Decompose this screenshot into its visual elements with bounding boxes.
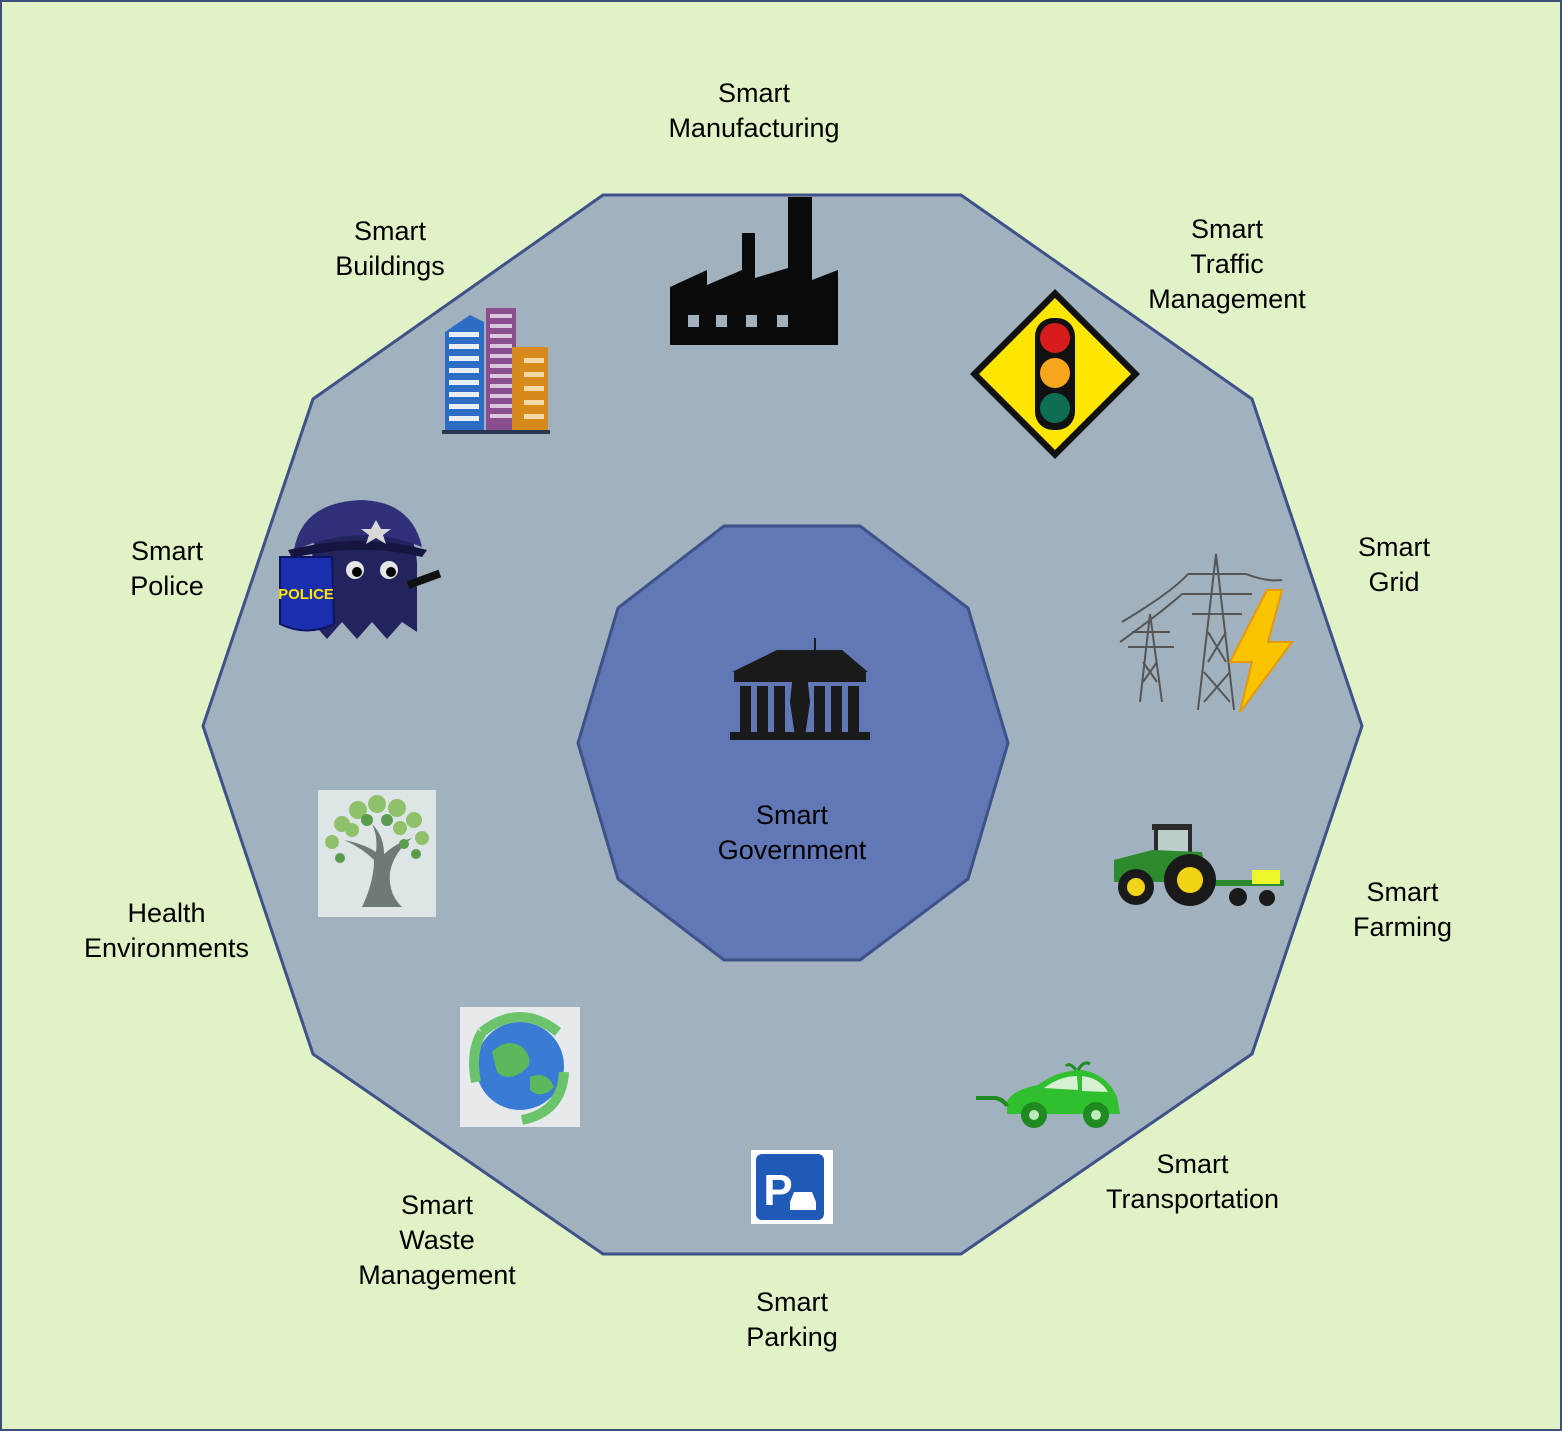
tractor-icon <box>1114 824 1284 906</box>
parking-sign-icon: P <box>751 1150 833 1224</box>
parthenon-icon <box>730 638 870 740</box>
police-badge-text: POLICE <box>278 586 334 603</box>
inner-decagon <box>576 524 1010 962</box>
buildings-icon <box>442 308 550 434</box>
parking-letter: P <box>763 1166 792 1215</box>
electric-car-icon <box>976 1061 1120 1128</box>
power-pylon-icon <box>1119 553 1283 711</box>
factory-icon <box>670 197 838 345</box>
police-icon: POLICE <box>278 500 442 639</box>
traffic-light-icon <box>970 289 1140 459</box>
lightning-icon <box>1228 589 1294 713</box>
recycle-globe-icon <box>460 1007 580 1127</box>
tree-icon <box>318 790 436 917</box>
